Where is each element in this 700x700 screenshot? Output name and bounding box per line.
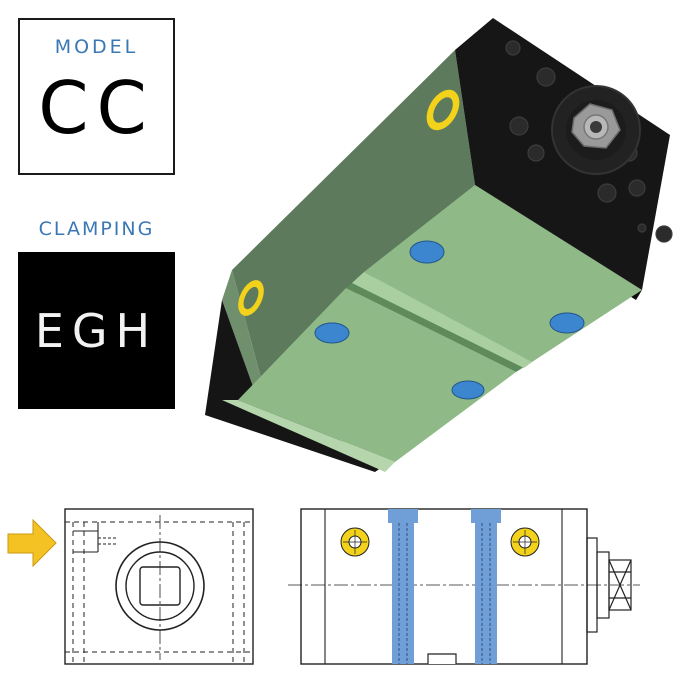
bore-3 — [314, 322, 350, 344]
slot-right — [475, 509, 497, 664]
model-badge: MODEL CC — [18, 18, 175, 175]
drawing-top-view — [288, 508, 640, 665]
drawing-side-view — [64, 508, 254, 665]
block-bores — [314, 240, 585, 400]
block-port-front-hole — [243, 286, 259, 310]
model-code: CC — [38, 66, 155, 150]
model-label: MODEL — [54, 36, 139, 58]
port-arrow — [7, 518, 57, 568]
clamping-code: EGH — [34, 304, 159, 358]
block-port-rear-hole — [433, 97, 453, 123]
block-3d-render — [205, 18, 673, 472]
end-cap-holes — [505, 40, 673, 243]
clamping-badge: EGH — [18, 252, 175, 409]
bore-1 — [409, 240, 445, 264]
end-cap-fitting — [551, 85, 641, 175]
bore-4 — [451, 380, 485, 400]
block-front-slab-lower — [238, 288, 516, 462]
slot-left — [392, 509, 414, 664]
block-top-face — [232, 50, 475, 382]
block-base — [205, 300, 385, 472]
block-lower-chamfer — [222, 400, 395, 472]
clamping-label: CLAMPING — [38, 218, 155, 240]
block-left-chamfer — [222, 270, 262, 392]
bore-2 — [549, 312, 585, 334]
block-groove-light — [352, 272, 532, 368]
